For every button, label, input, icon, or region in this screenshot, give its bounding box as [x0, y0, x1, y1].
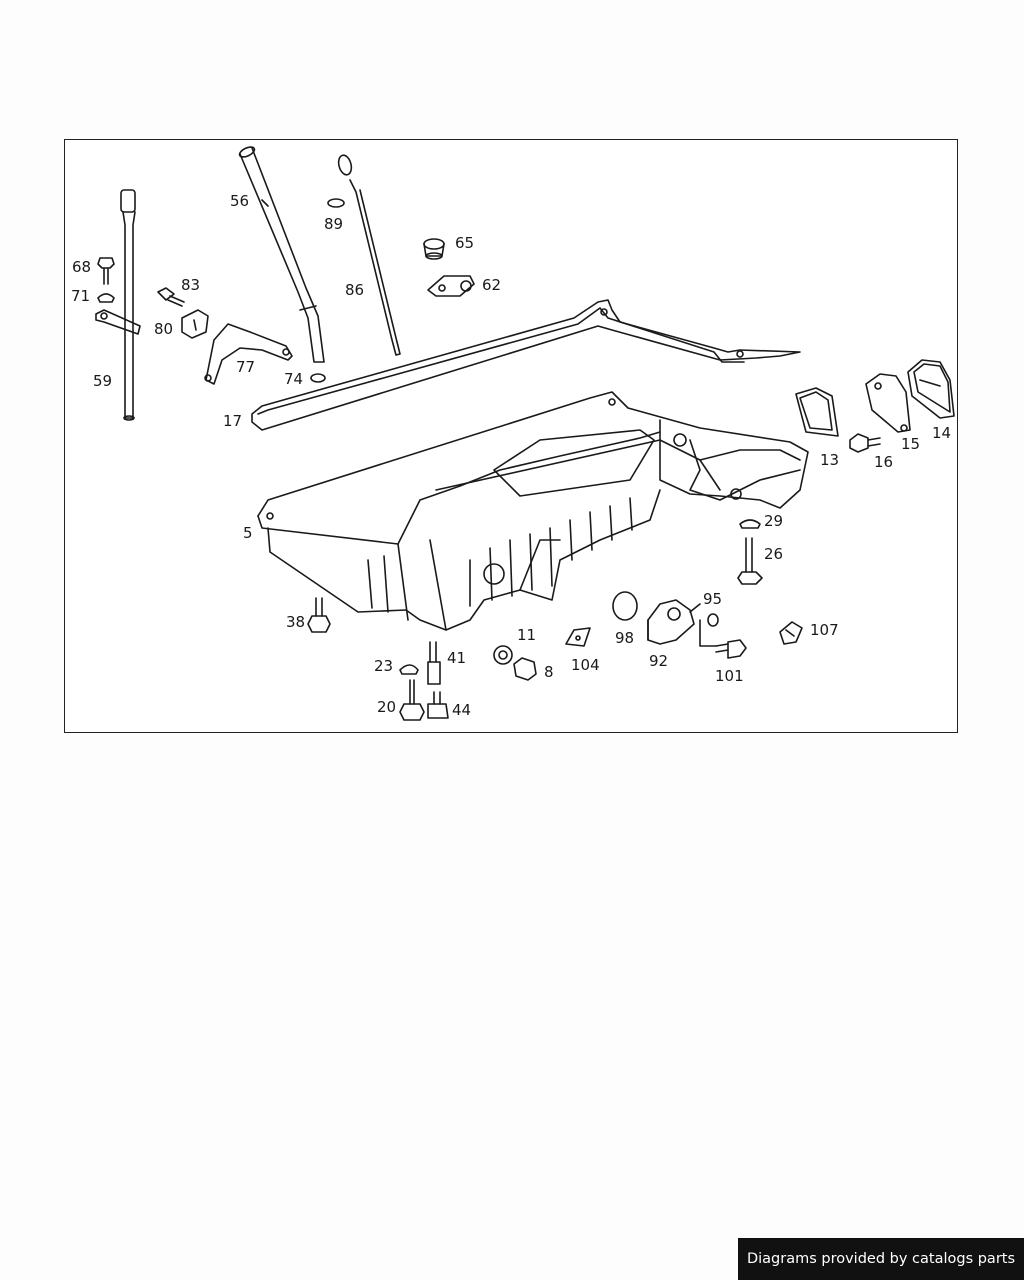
part-107-clip — [779, 621, 803, 645]
part-65-grommet — [423, 238, 445, 260]
part-92-sensor — [647, 599, 701, 645]
part-80-clamp — [181, 309, 209, 339]
part-44-bolt — [427, 691, 449, 719]
part-71-washer — [97, 293, 115, 303]
part-41-stud — [427, 641, 441, 685]
label-74: 74 — [284, 370, 303, 388]
label-56: 56 — [230, 192, 249, 210]
label-26: 26 — [764, 545, 783, 563]
label-8: 8 — [544, 663, 554, 681]
label-59: 59 — [93, 372, 112, 390]
part-74-seal-ring — [310, 373, 326, 383]
part-104-bracket — [565, 627, 591, 647]
parts-diagram-frame — [64, 139, 958, 733]
label-98: 98 — [615, 629, 634, 647]
label-15: 15 — [901, 435, 920, 453]
part-15-cover — [865, 373, 911, 433]
label-41: 41 — [447, 649, 466, 667]
part-38-bolt — [307, 597, 331, 633]
label-71: 71 — [71, 287, 90, 305]
part-number-labels: 56 89 65 62 86 68 71 83 80 59 77 74 17 5… — [71, 192, 951, 719]
label-68: 68 — [72, 258, 91, 276]
label-16: 16 — [874, 453, 893, 471]
part-13-gasket — [795, 387, 839, 437]
label-20: 20 — [377, 698, 396, 716]
part-29-washer — [739, 519, 761, 529]
label-80: 80 — [154, 320, 173, 338]
part-68-bolt — [97, 257, 115, 285]
label-95: 95 — [703, 590, 722, 608]
label-11: 11 — [517, 626, 536, 644]
part-14-cover — [907, 359, 955, 419]
part-11-seal-ring — [493, 645, 513, 665]
part-17-gasket — [251, 299, 801, 431]
part-56-guide-pipe — [238, 146, 325, 363]
part-59-guide-tube — [120, 189, 136, 421]
part-20-bolt — [399, 679, 425, 721]
part-77-bracket — [204, 323, 293, 385]
label-29: 29 — [764, 512, 783, 530]
label-62: 62 — [482, 276, 501, 294]
label-86: 86 — [345, 281, 364, 299]
label-17: 17 — [223, 412, 242, 430]
label-14: 14 — [932, 424, 951, 442]
label-23: 23 — [374, 657, 393, 675]
part-26-bolt — [737, 537, 763, 585]
part-62-holder — [427, 275, 475, 297]
label-5: 5 — [243, 524, 253, 542]
label-65: 65 — [455, 234, 474, 252]
label-104: 104 — [571, 656, 600, 674]
label-107: 107 — [810, 621, 839, 639]
label-89: 89 — [324, 215, 343, 233]
label-92: 92 — [649, 652, 668, 670]
part-5-oil-pan — [257, 391, 809, 631]
part-86-dipstick — [337, 154, 401, 356]
oil-pan-exploded-diagram: 56 89 65 62 86 68 71 83 80 59 77 74 17 5… — [71, 146, 955, 721]
credit-badge: Diagrams provided by catalogs parts — [738, 1238, 1024, 1280]
part-98-o-ring — [612, 591, 638, 621]
part-89-o-ring — [327, 198, 345, 208]
part-8-drain-plug — [513, 657, 537, 681]
part-83-bolt — [157, 287, 185, 307]
label-101: 101 — [715, 667, 744, 685]
part-23-washer — [399, 664, 419, 675]
label-83: 83 — [181, 276, 200, 294]
part-101-bolt — [699, 619, 747, 659]
label-38: 38 — [286, 613, 305, 631]
part-95-seal — [707, 613, 719, 627]
part-59-bracket — [95, 309, 141, 335]
label-77: 77 — [236, 358, 255, 376]
part-16-bolt — [849, 433, 881, 453]
label-13: 13 — [820, 451, 839, 469]
label-44: 44 — [452, 701, 471, 719]
